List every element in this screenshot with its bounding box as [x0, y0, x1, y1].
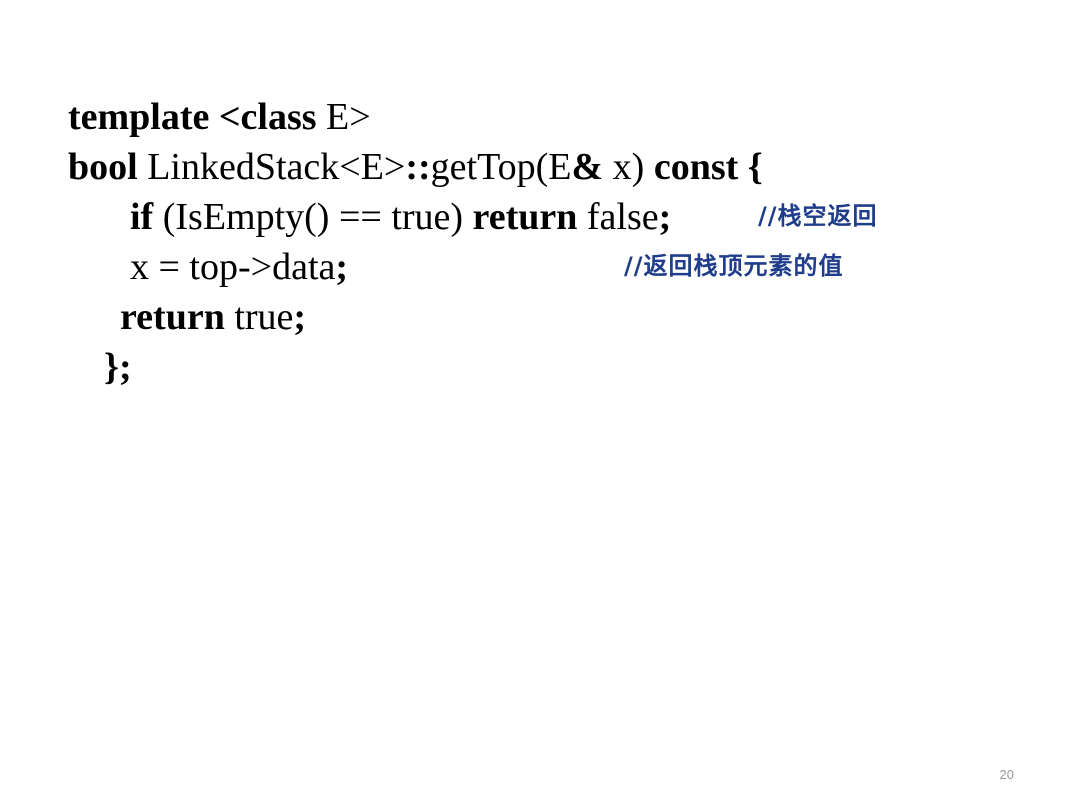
keyword-bool: bool — [68, 146, 138, 188]
keyword-template: template — [68, 96, 210, 138]
closing-brace: }; — [104, 346, 132, 388]
function-parameter: x) — [603, 146, 654, 188]
function-name: getTop(E — [430, 146, 572, 188]
keyword-return: return — [120, 296, 225, 338]
code-line-4: x = top->data; — [130, 248, 348, 286]
keyword-if: if — [130, 196, 154, 238]
class-name: LinkedStack<E> — [137, 146, 406, 188]
keyword-class: <class — [209, 96, 317, 138]
code-line-3: if (IsEmpty() == true) return false; — [130, 198, 671, 236]
code-line-1: template <class E> — [68, 98, 371, 136]
return-value-true: true — [224, 296, 294, 338]
assignment-statement: x = top->data — [130, 246, 336, 288]
semicolon: ; — [335, 246, 349, 288]
semicolon: ; — [658, 196, 672, 238]
scope-operator: :: — [405, 146, 431, 188]
comment-stack-empty: //栈空返回 — [758, 202, 878, 230]
keyword-return: return — [472, 196, 578, 238]
code-line-6: }; — [104, 348, 132, 386]
code-line-2: bool LinkedStack<E>::getTop(E& x) const … — [68, 148, 763, 186]
comment-return-top-value: //返回栈顶元素的值 — [624, 252, 844, 280]
page-number: 20 — [999, 767, 1014, 782]
return-value-false: false — [577, 196, 659, 238]
semicolon: ; — [293, 296, 307, 338]
code-line-5: return true; — [120, 298, 306, 336]
reference-ampersand: & — [571, 146, 604, 188]
keyword-const: const { — [653, 146, 763, 188]
type-parameter: E> — [316, 96, 371, 138]
if-condition: (IsEmpty() == true) — [153, 196, 473, 238]
